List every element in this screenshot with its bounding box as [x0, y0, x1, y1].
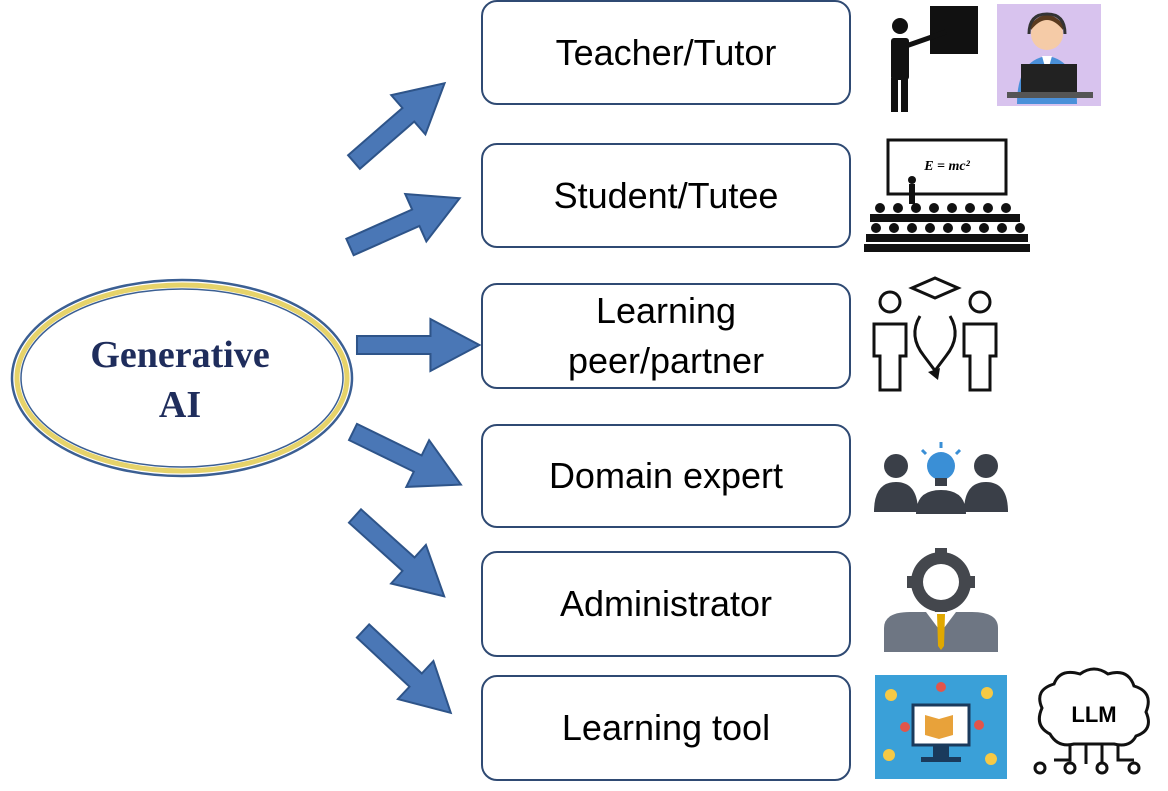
- learning-tool-icon: [875, 675, 1007, 779]
- arrow-peer: [355, 317, 481, 373]
- role-learning-tool: Learning tool: [481, 675, 851, 781]
- teacher-board-icon: [891, 6, 978, 112]
- center-line-2: AI: [158, 384, 202, 426]
- role-domain-expert: Domain expert: [481, 424, 851, 528]
- arrow-student: [338, 173, 472, 272]
- role-label: Administrator: [559, 583, 773, 624]
- arrow-admin: [336, 495, 463, 617]
- role-label: Learning tool: [561, 707, 771, 748]
- domain-expert-icon: [874, 442, 1008, 514]
- center-line-1: Generative: [90, 334, 270, 376]
- arrow-teacher: [335, 62, 463, 183]
- llm-text: LLM: [1071, 702, 1116, 727]
- administrator-icon: [884, 548, 998, 652]
- role-learning-peer: Learning peer/partner: [481, 283, 851, 389]
- arrow-expert: [340, 407, 474, 509]
- online-tutor-icon: [997, 4, 1101, 106]
- generative-ai-label: Generative AI: [40, 330, 320, 430]
- equation-text: E = mc²: [923, 159, 970, 174]
- peer-learning-icon: [872, 276, 998, 392]
- generative-ai-ellipse: [10, 278, 354, 478]
- role-label: Learning peer/partner: [567, 290, 765, 381]
- role-teacher-tutor: Teacher/Tutor: [481, 0, 851, 105]
- role-label: Student/Tutee: [553, 174, 779, 216]
- role-administrator: Administrator: [481, 551, 851, 657]
- arrow-tool: [344, 610, 470, 733]
- llm-brain-icon: LLM: [1033, 667, 1150, 775]
- role-label: Domain expert: [548, 455, 784, 496]
- role-label: Teacher/Tutor: [555, 31, 777, 73]
- lecture-hall-icon: E = mc²: [864, 138, 1030, 252]
- role-student-tutee: Student/Tutee: [481, 143, 851, 248]
